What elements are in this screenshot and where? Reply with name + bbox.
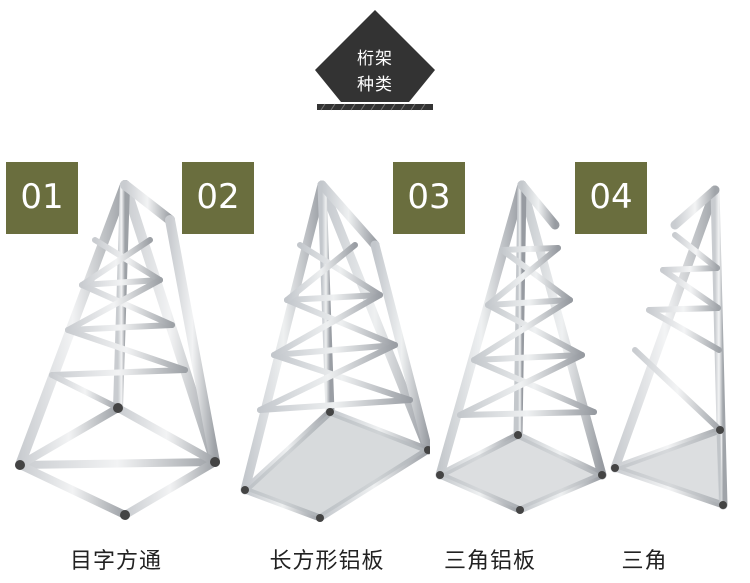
section-header: 桁架 种类 [311, 10, 439, 114]
truss-card-03: 03 三角铝板 [390, 150, 610, 583]
truss-image-03 [435, 180, 607, 514]
truss-card-02: 02 长方形铝板 [180, 150, 430, 583]
item-caption: 三角铝板 [443, 549, 536, 574]
item-number-badge: 01 [6, 162, 78, 234]
truss-image-01 [15, 180, 220, 520]
item-caption: 长方形铝板 [269, 549, 385, 574]
item-number-badge: 03 [393, 162, 465, 234]
header-title-line1: 桁架 [357, 49, 393, 69]
header-diamond-shape [315, 10, 435, 111]
truss-image-04 [610, 185, 728, 510]
item-number-badge: 02 [182, 162, 254, 234]
item-number-badge: 04 [575, 162, 647, 234]
item-caption: 目字方通 [69, 549, 162, 574]
header-title-line2: 种类 [357, 75, 393, 95]
truss-card-01: 01 目字方通 [0, 150, 232, 583]
truss-image-02 [240, 180, 430, 522]
truss-card-04: 04 三角 [575, 150, 750, 583]
item-caption: 三角 [621, 549, 668, 574]
